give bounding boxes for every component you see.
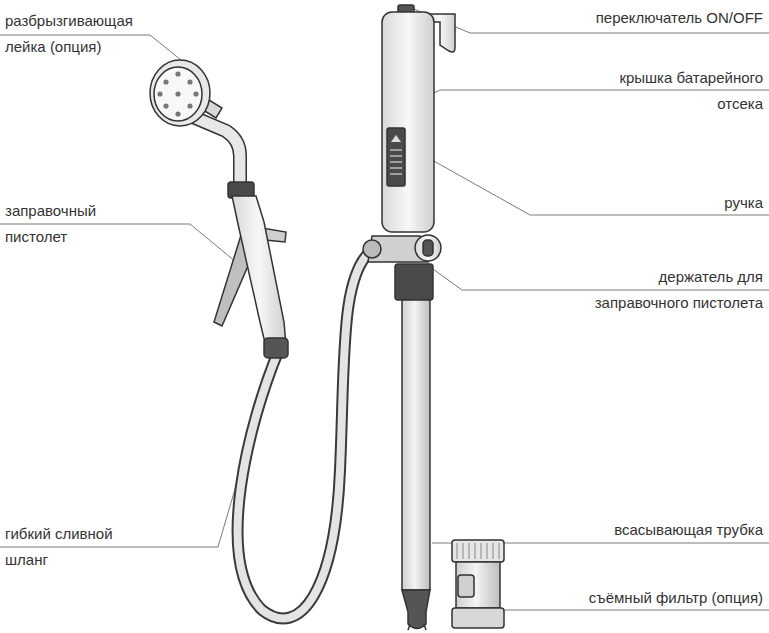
spray-hole [187,103,192,108]
part-label: крышка батарейного отсека [603,65,763,117]
spray-hole [163,79,168,84]
fuel-nozzle [186,114,288,358]
filter-rib [475,543,476,559]
filter-rib [481,543,482,559]
filter-rib [487,543,488,559]
part-label: гибкий сливной шланг [5,521,135,573]
filter-rib [463,543,464,559]
spray-hole [175,71,180,76]
spray-head [150,60,222,126]
pump-body [363,5,455,630]
spray-hole [175,91,180,96]
spray-hole [187,79,192,84]
filter-rib [493,543,494,559]
part-label: съёмный фильтр (опция) [589,585,763,611]
part-label: заправочный пистолет [5,198,117,250]
part-label: ручка [724,190,763,216]
filter-rib [457,543,458,559]
filter-rib [469,543,470,559]
part-label: разбрызгивающая лейка (опция) [5,8,155,60]
part-label: всасывающая трубка [614,517,763,543]
filter [452,540,504,628]
spray-hole [193,91,198,96]
filter-rib [499,543,500,559]
part-label: держатель для заправочного пистолета [571,264,763,316]
spray-hole [163,103,168,108]
part-label: переключатель ON/OFF [596,5,763,31]
spray-hole [175,111,180,116]
leader-lines [0,9,769,610]
spray-hole [157,91,162,96]
